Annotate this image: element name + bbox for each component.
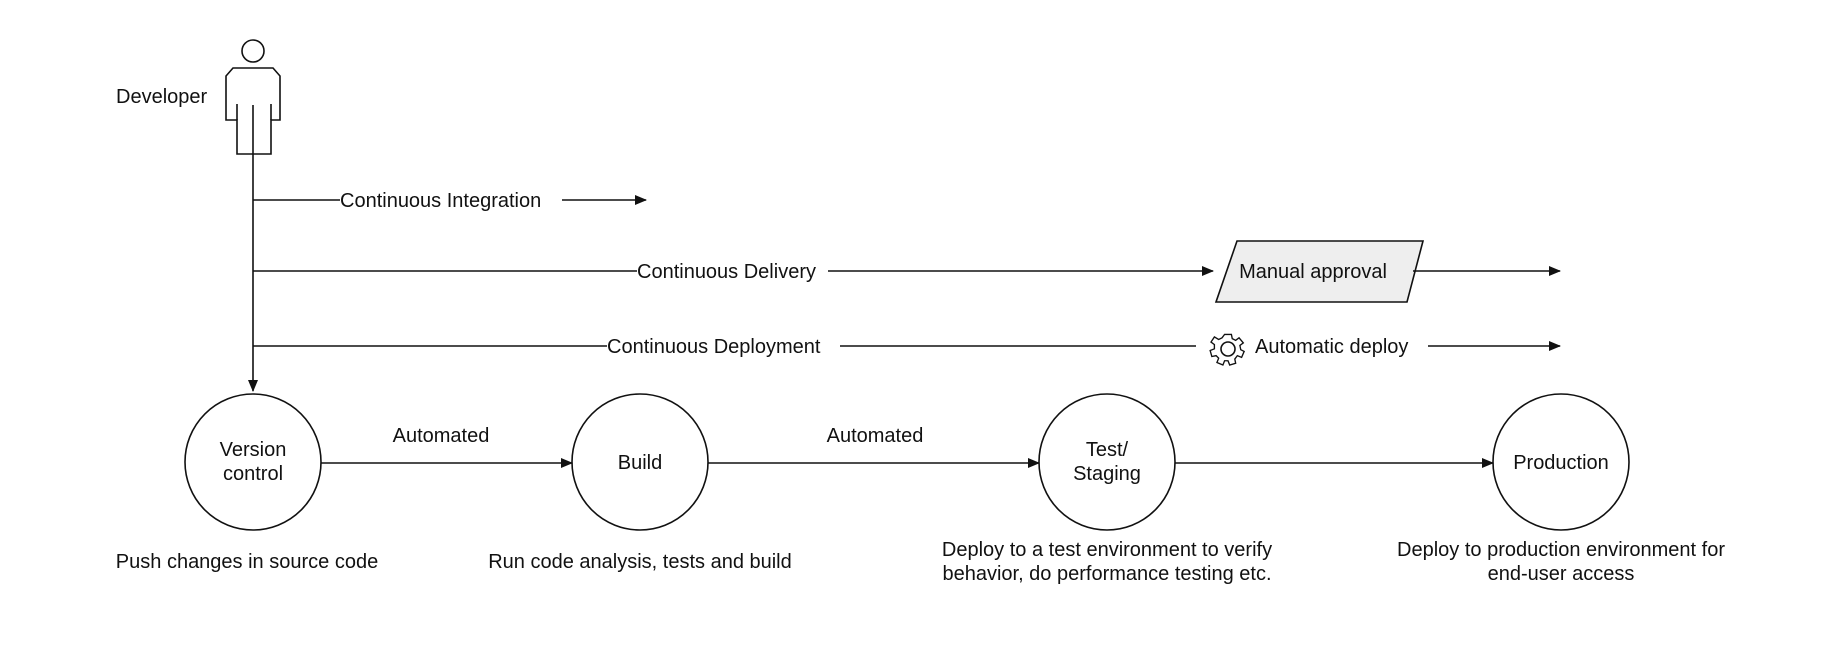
gear-icon: [1209, 333, 1246, 366]
stage-caption: Push changes in source code: [116, 551, 378, 573]
stage-label-line1: Build: [618, 452, 662, 474]
edge-label: Automated: [393, 425, 490, 447]
stage-version-control: Version control Push changes in source c…: [116, 393, 378, 573]
flow-label: Continuous Integration: [340, 190, 541, 212]
flow-continuous-integration: Continuous Integration: [253, 190, 647, 212]
flow-continuous-deployment: Continuous Deployment Automatic deploy: [253, 333, 1561, 366]
edge-label: Automated: [827, 425, 924, 447]
developer-label: Developer: [116, 86, 208, 108]
stage-test-staging: Test/ Staging Deploy to a test environme…: [942, 393, 1272, 585]
stage-label-line1: Test/: [1086, 439, 1129, 461]
flow-label: Continuous Deployment: [607, 336, 821, 358]
stage-label-line2: Staging: [1073, 463, 1141, 485]
stage-label-line2: control: [223, 463, 283, 485]
stage-build: Build Run code analysis, tests and build: [488, 393, 792, 573]
developer-actor: Developer: [116, 39, 281, 155]
stage-label-line1: Production: [1513, 452, 1609, 474]
gate-label: Automatic deploy: [1255, 336, 1408, 358]
stage-label-line1: Version: [220, 439, 287, 461]
stage-caption-line2: behavior, do performance testing etc.: [942, 563, 1271, 585]
manual-approval-gate: Manual approval: [1214, 240, 1425, 303]
stage-caption: Run code analysis, tests and build: [488, 551, 792, 573]
edge-build-to-test-staging: Automated: [708, 425, 1040, 468]
gate-label: Manual approval: [1239, 261, 1387, 283]
stage-caption-line1: Deploy to a test environment to verify: [942, 539, 1272, 561]
stage-caption-line1: Deploy to production environment for: [1397, 539, 1725, 561]
stage-caption-line2: end-user access: [1488, 563, 1635, 585]
flow-label: Continuous Delivery: [637, 261, 816, 283]
edge-version-control-to-build: Automated: [321, 425, 573, 468]
flow-continuous-delivery: Continuous Delivery Manual approval: [253, 240, 1561, 303]
stage-production: Production Deploy to production environm…: [1397, 393, 1725, 585]
